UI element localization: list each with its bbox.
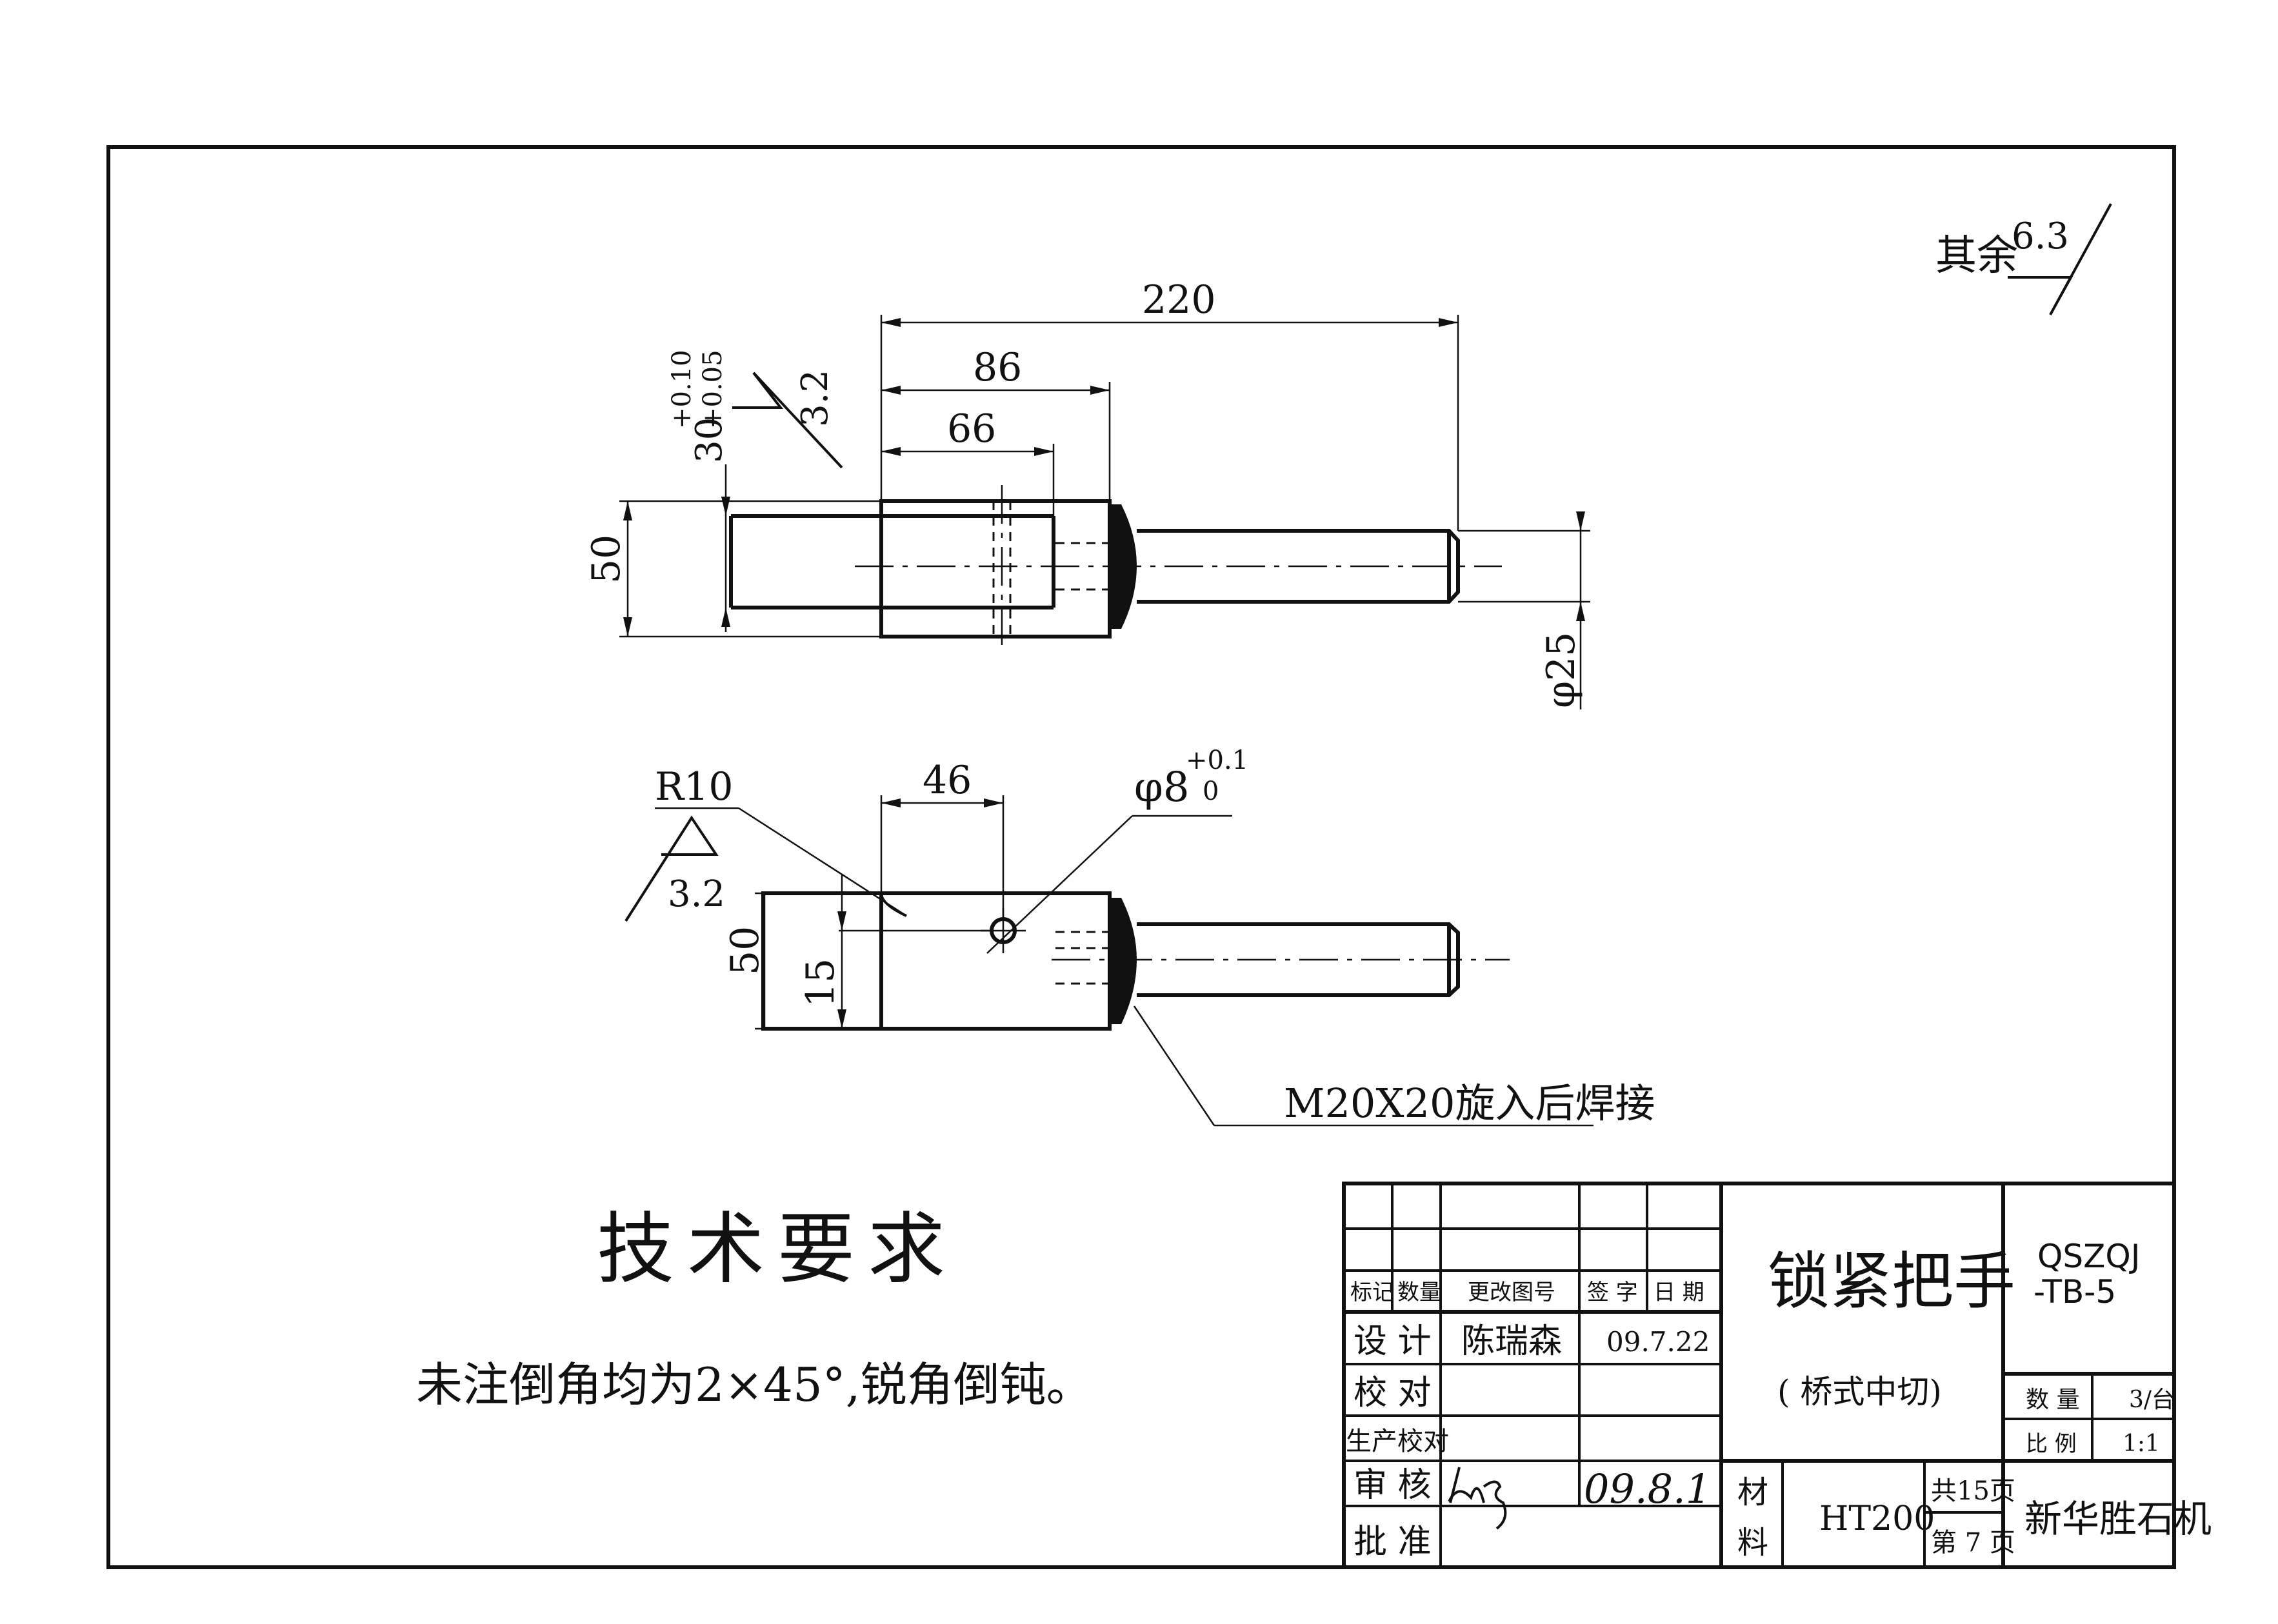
tb-review-date: 09.8.1 (1584, 1465, 1711, 1512)
bottom-roughness-symbol (624, 815, 719, 922)
bottom-view-weld (1110, 898, 1137, 1024)
tb-material-label-2: 料 (1737, 1525, 1768, 1561)
tb-qty-value: 3/台 (2129, 1387, 2175, 1413)
sheet-frame (106, 145, 2176, 1569)
tb-row-production-check: 生产校对 (1346, 1427, 1449, 1456)
tb-part-subtitle: ( 桥式中切) (1777, 1373, 1942, 1411)
roughness-note-value: 6.3 (2012, 215, 2069, 257)
hole-tol-lower: 0 (1203, 777, 1219, 806)
slot-tol-lower: +0.05 (698, 350, 728, 429)
top-view: 220 86 66 50 30 +0.10 +0.05 3.2 (584, 277, 1590, 709)
tb-drawing-no-2: -TB-5 (2033, 1273, 2116, 1311)
tb-total-pages: 共15页 (1931, 1476, 2015, 1506)
tech-requirements-text: 未注倒角均为2×45°,锐角倒钝。 (416, 1358, 1093, 1412)
tb-header-qty: 数量 (1397, 1280, 1441, 1305)
dim-46: 46 (923, 758, 972, 803)
dim-66: 66 (947, 406, 996, 451)
slot-dim-30: 30 (688, 417, 730, 463)
top-view-body (879, 499, 1112, 639)
tb-header-change: 更改图号 (1468, 1280, 1555, 1305)
dim-phi25: φ25 (1539, 632, 1584, 708)
tech-requirements-heading: 技术要求 (597, 1205, 958, 1294)
tb-header-date: 日 期 (1654, 1280, 1704, 1305)
tb-row-approve: 批 准 (1354, 1523, 1432, 1561)
tb-material: HT200 (1819, 1500, 1935, 1538)
tb-header-mark: 标记 (1350, 1280, 1394, 1305)
tb-scale-value: 1:1 (2123, 1431, 2160, 1457)
tb-scale-label: 比 例 (2026, 1431, 2077, 1457)
bottom-roughness-value: 3.2 (668, 873, 725, 915)
dim-50-bottom: 50 (723, 926, 768, 975)
roughness-note-symbol (2008, 203, 2112, 315)
tb-header-sign: 签 字 (1587, 1280, 1638, 1305)
dim-15: 15 (798, 958, 843, 1007)
top-roughness-value: 3.2 (794, 370, 836, 427)
weld-note: M20X20旋入后焊接 (1284, 1080, 1655, 1127)
tb-row-design: 设 计 (1354, 1322, 1432, 1361)
tb-page-no: 第 7 页 (1931, 1528, 2015, 1558)
slot-tol-upper: +0.10 (667, 350, 697, 429)
dim-86: 86 (973, 345, 1022, 390)
roughness-note-prefix: 其余 (1935, 232, 2018, 280)
tb-qty-label: 数 量 (2026, 1387, 2079, 1413)
bottom-view: 46 R10 φ8 +0.1 0 3.2 50 15 M20X20旋入后焊接 (624, 746, 1655, 1127)
dim-220: 220 (1142, 277, 1216, 322)
tb-company: 新华胜石机 (2024, 1497, 2212, 1541)
tb-drawing-no-1: QSZQJ (2037, 1238, 2140, 1275)
title-block: 标记 数量 更改图号 签 字 日 期 设 计 校 对 生产校对 审 核 批 准 … (1342, 1182, 2212, 1569)
tb-reviewer-signature (1448, 1467, 1507, 1530)
tb-material-label-1: 材 (1737, 1474, 1768, 1510)
top-roughness-symbol (732, 371, 843, 469)
top-view-shaft (1137, 529, 1460, 604)
tb-designer: 陈瑞森 (1461, 1322, 1562, 1361)
tb-part-name: 锁紧把手 (1768, 1245, 2015, 1318)
tech-requirements: 技术要求 未注倒角均为2×45°,锐角倒钝。 (416, 1205, 1093, 1412)
tb-row-review: 审 核 (1354, 1466, 1432, 1505)
hole-tol-upper: +0.1 (1186, 746, 1248, 775)
tb-design-date: 09.7.22 (1606, 1326, 1710, 1358)
roughness-note: 其余 6.3 (1935, 203, 2112, 315)
hole-dia: φ8 (1134, 764, 1190, 811)
tb-row-check: 校 对 (1354, 1374, 1432, 1412)
dim-r10: R10 (655, 764, 734, 809)
dim-50-top: 50 (584, 535, 629, 584)
